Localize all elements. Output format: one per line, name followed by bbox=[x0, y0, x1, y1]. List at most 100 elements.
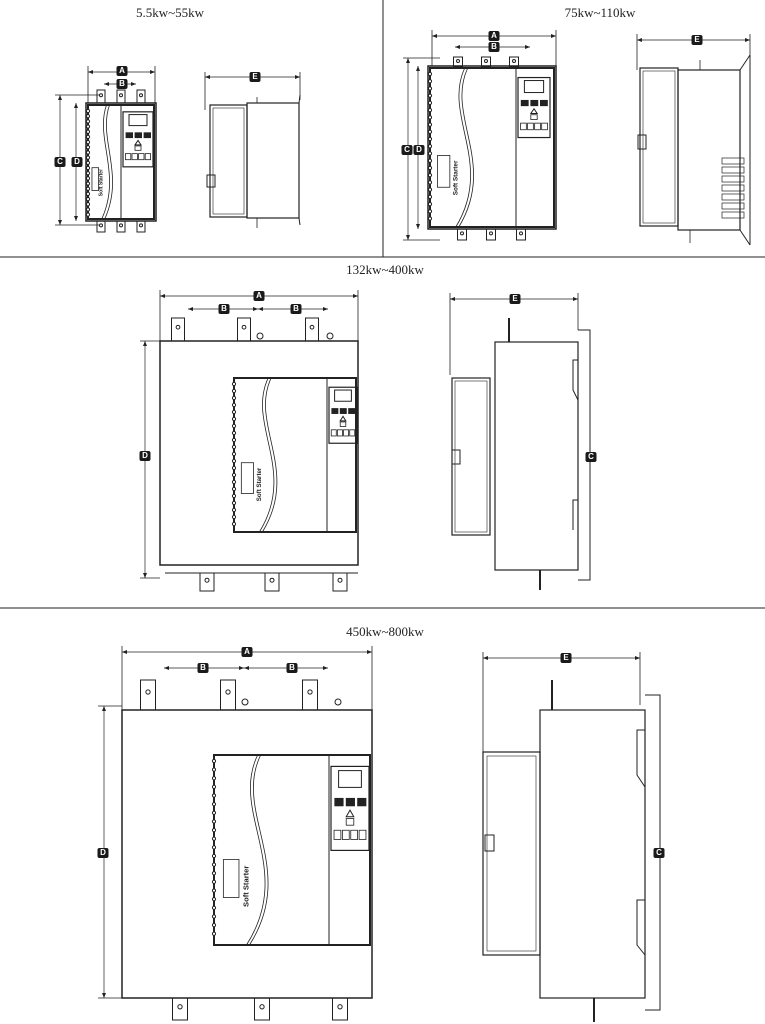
label-plate bbox=[222, 859, 240, 898]
device-label: Soft Starter bbox=[452, 160, 459, 195]
wave-line bbox=[262, 377, 278, 533]
keypad bbox=[122, 111, 154, 168]
keypad-button bbox=[125, 153, 132, 161]
keypad-button bbox=[530, 99, 539, 107]
terminal-lug bbox=[302, 679, 318, 711]
dim-label-e: E bbox=[249, 72, 261, 82]
mounting-hole bbox=[241, 698, 249, 706]
hinge-knuckle bbox=[231, 500, 237, 506]
front-cover bbox=[429, 67, 555, 228]
keypad-button bbox=[348, 408, 356, 414]
keypad-button bbox=[144, 153, 151, 161]
side-cover bbox=[209, 104, 248, 218]
wave-line bbox=[104, 104, 113, 220]
hinge-knuckle bbox=[231, 507, 237, 513]
terminal-hole bbox=[512, 59, 516, 63]
side-body bbox=[246, 102, 300, 219]
keypad-button bbox=[138, 153, 145, 161]
panel-title-medium: 75kw~110kw bbox=[564, 5, 636, 20]
vent-slot bbox=[721, 175, 745, 183]
dim-label-b: B bbox=[116, 79, 128, 89]
hinge-knuckle bbox=[85, 155, 91, 160]
dim-label-a: A bbox=[116, 66, 128, 76]
hinge-knuckle bbox=[231, 521, 237, 527]
terminal-hole bbox=[484, 59, 488, 63]
side-body bbox=[494, 341, 579, 571]
side-latch bbox=[451, 449, 461, 465]
hinge-knuckle bbox=[427, 180, 433, 185]
dim-label-d: D bbox=[413, 145, 425, 155]
hinge-knuckle bbox=[231, 423, 237, 429]
terminal-hole bbox=[489, 231, 493, 236]
hinge-knuckle bbox=[211, 836, 217, 841]
hinge-knuckle bbox=[231, 381, 237, 387]
hinge-knuckle bbox=[427, 79, 433, 84]
keypad-button bbox=[520, 99, 529, 107]
keypad-button bbox=[339, 421, 347, 427]
hinge-knuckle bbox=[231, 437, 237, 443]
mounting-hole bbox=[256, 332, 264, 340]
hinge-knuckle bbox=[211, 862, 217, 867]
side-body bbox=[539, 709, 646, 999]
side-cover-inner bbox=[642, 70, 676, 224]
keypad bbox=[328, 386, 358, 444]
dim-label-e: E bbox=[560, 653, 572, 663]
terminal-hole bbox=[259, 1004, 265, 1010]
terminal-lug bbox=[332, 997, 348, 1021]
hinge-knuckle bbox=[427, 194, 433, 199]
keypad-button bbox=[345, 797, 355, 807]
terminal-hole bbox=[99, 93, 103, 98]
terminal-hole bbox=[139, 93, 143, 98]
hinge-knuckle bbox=[231, 402, 237, 408]
label-plate bbox=[91, 167, 99, 191]
terminal-hole bbox=[99, 223, 103, 228]
hinge-knuckle bbox=[231, 458, 237, 464]
hinge-knuckle bbox=[231, 493, 237, 499]
vent-slot bbox=[721, 157, 745, 165]
side-latch bbox=[637, 134, 647, 150]
terminal-lug bbox=[481, 56, 491, 68]
terminal-lug bbox=[116, 89, 126, 104]
lcd-display bbox=[523, 80, 545, 94]
hinge-knuckle bbox=[211, 914, 217, 919]
hinge-knuckle bbox=[231, 514, 237, 520]
terminal-hole bbox=[337, 577, 343, 583]
side-cover-inner bbox=[212, 107, 245, 215]
hinge-knuckle bbox=[211, 802, 217, 807]
hinge-knuckle bbox=[211, 871, 217, 876]
keypad-button bbox=[334, 797, 344, 807]
terminal-lug bbox=[171, 317, 185, 342]
device-body bbox=[427, 65, 557, 230]
hinge-knuckle bbox=[427, 136, 433, 142]
arrow-key-icon bbox=[345, 809, 355, 818]
keypad-button bbox=[357, 797, 367, 807]
device-label: Soft Starter bbox=[241, 866, 250, 907]
keypad-button bbox=[331, 408, 339, 414]
wave-line bbox=[101, 104, 110, 220]
hinge-knuckle bbox=[85, 181, 91, 186]
wave-line bbox=[455, 67, 471, 228]
hinge-knuckle bbox=[427, 201, 433, 207]
terminal-hole bbox=[269, 577, 275, 583]
hinge-knuckle bbox=[85, 129, 91, 134]
terminal-lug bbox=[220, 679, 236, 711]
keypad-button bbox=[134, 132, 142, 139]
front-cover bbox=[213, 754, 371, 946]
dim-label-d: D bbox=[71, 157, 83, 167]
vent-slot bbox=[721, 193, 745, 201]
hinge-knuckle bbox=[231, 451, 237, 457]
terminal-lug bbox=[96, 89, 106, 104]
terminal-hole bbox=[307, 689, 313, 695]
dim-label-c: C bbox=[54, 157, 66, 167]
vent-slot bbox=[721, 166, 745, 174]
keypad-button bbox=[341, 829, 350, 840]
side-body bbox=[677, 69, 741, 231]
wave-line bbox=[259, 377, 275, 533]
terminal-hole bbox=[139, 223, 143, 228]
dim-label-b: B bbox=[488, 42, 500, 52]
dim-label-a: A bbox=[241, 647, 253, 657]
hinge-knuckle bbox=[211, 776, 217, 781]
wave-line bbox=[249, 754, 269, 946]
hinge-knuckle bbox=[427, 71, 433, 77]
